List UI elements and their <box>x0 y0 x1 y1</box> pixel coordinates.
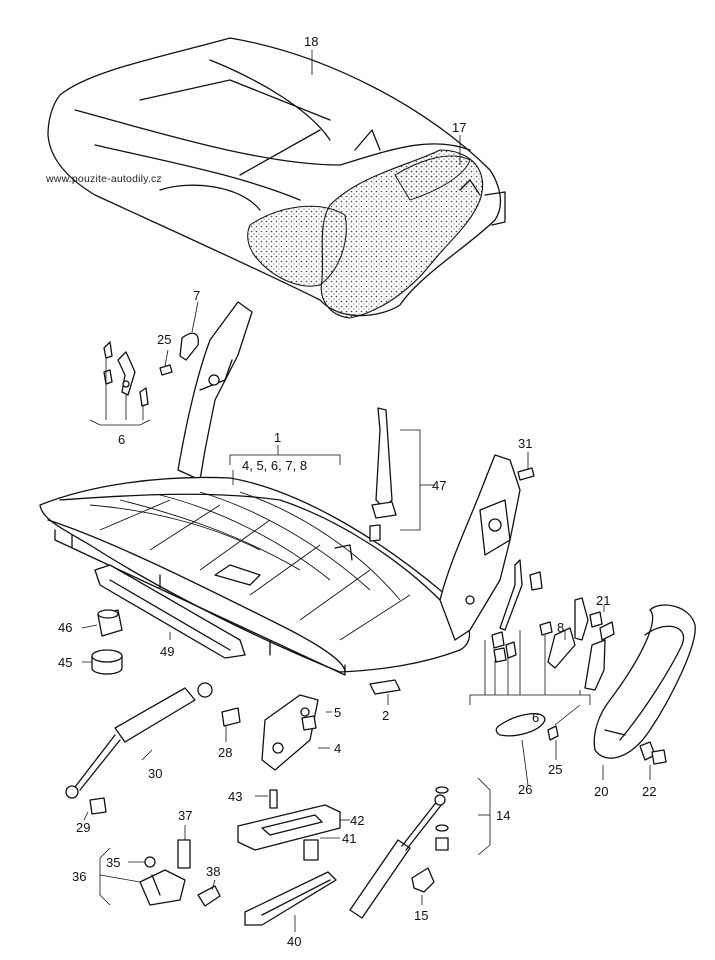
watermark-text: www.pouzite-autodily.cz <box>45 173 162 185</box>
callout-46: 46 <box>58 620 72 635</box>
seat-frame <box>39 301 521 676</box>
callout-labels: 18 17 7 25 6 1 4, 5, 6, 7, 8 31 47 21 8 … <box>58 34 656 949</box>
group-bracket-14 <box>477 777 491 856</box>
cover-cap-42 <box>237 804 341 851</box>
gas-strut-30 <box>65 682 241 815</box>
callout-15: 15 <box>414 908 428 923</box>
callout-22: 22 <box>642 784 656 799</box>
callout-1-subparts: 4, 5, 6, 7, 8 <box>242 458 307 473</box>
callout-14: 14 <box>496 808 510 823</box>
cap-nut-45 <box>91 649 123 675</box>
group-bracket-6-left <box>89 419 151 426</box>
callout-49: 49 <box>160 644 174 659</box>
cover-pad-26 <box>495 713 546 737</box>
group-bracket-36 <box>99 847 111 906</box>
mount-15 <box>411 867 435 893</box>
callout-31: 31 <box>518 436 532 451</box>
callout-6-left: 6 <box>118 432 125 447</box>
callout-43: 43 <box>228 789 242 804</box>
callout-20: 20 <box>594 784 608 799</box>
callout-47: 47 <box>432 478 446 493</box>
callout-6-right: 6 <box>532 710 539 725</box>
leader-lines <box>81 50 651 932</box>
callout-28: 28 <box>218 745 232 760</box>
bolt-38 <box>197 885 221 907</box>
seat-under-rail <box>94 564 246 659</box>
seat-cushion <box>47 37 506 319</box>
callout-45: 45 <box>58 655 72 670</box>
bolt-41 <box>303 839 319 861</box>
callout-7: 7 <box>193 288 200 303</box>
callout-5: 5 <box>334 705 341 720</box>
callout-25-right: 25 <box>548 762 562 777</box>
callout-42: 42 <box>350 813 364 828</box>
hinge-bracket-36 <box>139 856 186 906</box>
callout-26: 26 <box>518 782 532 797</box>
callout-30: 30 <box>148 766 162 781</box>
group-bracket-1 <box>229 454 341 465</box>
callout-29: 29 <box>76 820 90 835</box>
rail-40 <box>244 871 337 926</box>
bolt-43 <box>269 789 278 809</box>
clip-25-right <box>547 725 559 741</box>
callout-25-left: 25 <box>157 332 171 347</box>
callout-1: 1 <box>274 430 281 445</box>
callout-18: 18 <box>304 34 318 49</box>
callout-17: 17 <box>452 120 466 135</box>
callout-2: 2 <box>382 708 389 723</box>
strap-bracket-47 <box>369 407 397 542</box>
label-plate <box>369 679 401 695</box>
callout-35: 35 <box>106 855 120 870</box>
callout-21: 21 <box>596 593 610 608</box>
side-trim-cover-20 <box>593 604 696 765</box>
callout-38: 38 <box>206 864 220 879</box>
cap-nut-46 <box>97 609 123 637</box>
lift-strut-14 <box>349 786 449 919</box>
group-bracket-47 <box>400 429 421 531</box>
callout-41: 41 <box>342 831 356 846</box>
bolt-37 <box>177 839 191 869</box>
bracket-5 <box>261 694 319 771</box>
clip-group-left <box>103 332 199 407</box>
foam-pad-left <box>247 205 347 287</box>
callout-4: 4 <box>334 741 341 756</box>
callout-40: 40 <box>287 934 301 949</box>
mechanism-parts-right <box>491 467 615 691</box>
callout-8: 8 <box>557 620 564 635</box>
callout-36: 36 <box>72 869 86 884</box>
callout-37: 37 <box>178 808 192 823</box>
group-bracket-6-right <box>469 694 591 705</box>
